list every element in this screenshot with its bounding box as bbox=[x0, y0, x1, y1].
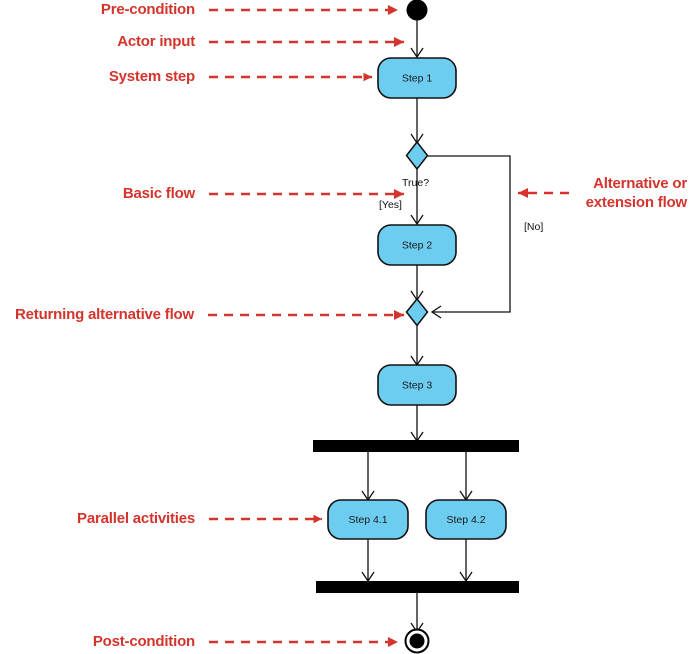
initial-node[interactable] bbox=[406, 0, 428, 21]
decision-diamond bbox=[405, 140, 429, 171]
annotations-layer: Pre-condition Actor input System step Ba… bbox=[15, 1, 688, 650]
annotation-actor-input: Actor input bbox=[117, 33, 404, 50]
activity-node-step42[interactable]: Step 4.2 bbox=[425, 499, 507, 540]
control-flow-edges bbox=[361, 20, 511, 634]
annotation-system-step: System step bbox=[109, 68, 372, 85]
edge-decision-no-to-merge bbox=[427, 155, 511, 319]
annotation-label-line1: Alternative or bbox=[593, 175, 687, 192]
guard-no-label: [No] bbox=[524, 221, 543, 233]
merge-diamond bbox=[405, 297, 429, 327]
annotation-alternative-flow: Alternative or extension flow bbox=[518, 175, 688, 211]
join-bar[interactable] bbox=[316, 581, 519, 593]
annotation-label: Post-condition bbox=[93, 633, 195, 650]
activity-node-step3[interactable]: Step 3 bbox=[377, 364, 457, 406]
activity-box bbox=[377, 224, 457, 266]
final-node[interactable] bbox=[404, 628, 430, 654]
annotation-label: Actor input bbox=[117, 33, 195, 50]
annotation-label-line2: extension flow bbox=[586, 194, 688, 211]
annotation-label: Basic flow bbox=[123, 185, 196, 202]
activity-box bbox=[425, 499, 507, 540]
annotation-basic-flow: Basic flow bbox=[123, 185, 404, 202]
guard-yes-label: [Yes] bbox=[379, 199, 402, 211]
activity-box bbox=[377, 364, 457, 406]
final-node-core bbox=[409, 633, 425, 649]
annotation-parallel-activities: Parallel activities bbox=[77, 510, 322, 527]
annotation-label: Returning alternative flow bbox=[15, 306, 195, 323]
annotation-post-condition: Post-condition bbox=[93, 633, 398, 650]
annotation-label: System step bbox=[109, 68, 195, 85]
activity-box bbox=[327, 499, 409, 540]
annotation-pre-condition: Pre-condition bbox=[101, 1, 398, 18]
activity-node-step1[interactable]: Step 1 bbox=[377, 57, 457, 99]
decision-question-label: True? bbox=[402, 177, 429, 189]
activity-node-step41[interactable]: Step 4.1 bbox=[327, 499, 409, 540]
annotation-label: Pre-condition bbox=[101, 1, 195, 18]
decision-node[interactable] bbox=[405, 140, 429, 171]
merge-node[interactable] bbox=[405, 297, 429, 327]
activity-node-step2[interactable]: Step 2 bbox=[377, 224, 457, 266]
fork-bar[interactable] bbox=[313, 440, 519, 452]
activity-box bbox=[377, 57, 457, 99]
annotation-returning-alternative-flow: Returning alternative flow bbox=[15, 306, 404, 323]
annotation-label: Parallel activities bbox=[77, 510, 195, 527]
